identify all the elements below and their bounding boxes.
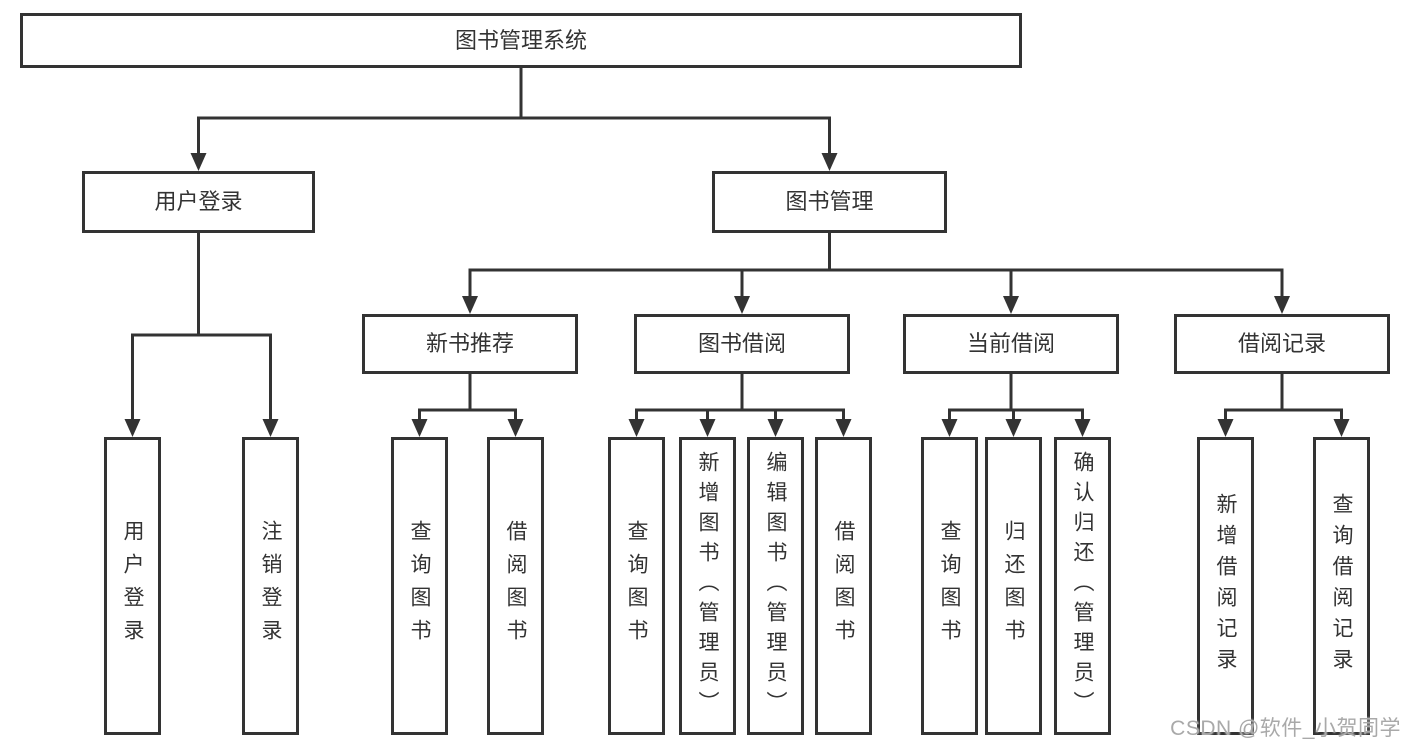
node-leaf-borrow-books-label: 借阅图书: [832, 520, 855, 652]
arrowhead: [190, 153, 207, 171]
node-leaf-confirm-return-admin: 确认归还（管理员）: [1054, 437, 1111, 735]
node-leaf-add-borrow-record: 新增借阅记录: [1197, 437, 1254, 735]
watermark-text: CSDN @软件_小贺同学: [1170, 717, 1401, 740]
node-library-management-system-label: 图书管理系统: [454, 27, 587, 53]
node-leaf-user-login-label: 用户登录: [121, 520, 144, 652]
node-leaf-recommend-borrow-books: 借阅图书: [487, 437, 544, 735]
node-leaf-borrow-query-books: 查询图书: [608, 437, 665, 735]
arrowhead: [411, 419, 428, 437]
node-book-borrowing-label: 图书借阅: [697, 331, 786, 356]
node-leaf-logout: 注销登录: [242, 437, 299, 735]
node-leaf-borrow-query-books-label: 查询图书: [625, 520, 648, 652]
node-user-login: 用户登录: [82, 171, 315, 233]
node-borrowing-records: 借阅记录: [1174, 314, 1390, 374]
node-leaf-current-query-books-label: 查询图书: [938, 520, 961, 652]
node-leaf-add-books-admin-label: 新增图书（管理员）: [696, 451, 719, 721]
arrowhead: [507, 419, 524, 437]
node-borrowing-records-label: 借阅记录: [1237, 331, 1326, 356]
node-library-management-system: 图书管理系统: [20, 13, 1022, 68]
node-current-borrowing: 当前借阅: [903, 314, 1119, 374]
tree-edge-lines: [131, 68, 1343, 424]
node-leaf-add-borrow-record-label: 新增借阅记录: [1214, 493, 1237, 679]
arrowhead: [767, 419, 784, 437]
arrowhead: [628, 419, 645, 437]
arrowhead: [1074, 419, 1091, 437]
arrowheads: [124, 153, 1350, 437]
node-book-borrowing: 图书借阅: [634, 314, 850, 374]
node-current-borrowing-label: 当前借阅: [966, 331, 1055, 356]
node-new-book-recommendation: 新书推荐: [362, 314, 578, 374]
node-book-management: 图书管理: [712, 171, 947, 233]
arrowhead: [462, 296, 478, 314]
arrowhead: [1217, 419, 1234, 437]
node-leaf-return-books-label: 归还图书: [1002, 520, 1025, 652]
arrowhead: [821, 153, 838, 171]
arrowhead: [941, 419, 958, 437]
node-user-login-label: 用户登录: [154, 189, 243, 214]
arrowhead: [262, 419, 279, 437]
node-new-book-recommendation-label: 新书推荐: [425, 331, 514, 356]
arrowhead: [699, 419, 716, 437]
node-leaf-return-books: 归还图书: [985, 437, 1042, 735]
arrowhead: [1333, 419, 1350, 437]
arrowhead: [1003, 296, 1019, 314]
arrowhead: [835, 419, 852, 437]
node-leaf-add-books-admin: 新增图书（管理员）: [679, 437, 736, 735]
node-leaf-edit-books-admin: 编辑图书（管理员）: [747, 437, 804, 735]
node-leaf-user-login: 用户登录: [104, 437, 161, 735]
node-leaf-borrow-books: 借阅图书: [815, 437, 872, 735]
node-book-management-label: 图书管理: [785, 189, 874, 214]
arrowhead: [124, 419, 141, 437]
arrowhead: [734, 296, 750, 314]
node-leaf-confirm-return-admin-label: 确认归还（管理员）: [1071, 451, 1094, 721]
arrowhead: [1274, 296, 1290, 314]
node-leaf-current-query-books: 查询图书: [921, 437, 978, 735]
arrowhead: [1005, 419, 1022, 437]
node-leaf-query-borrow-record: 查询借阅记录: [1313, 437, 1370, 735]
node-leaf-edit-books-admin-label: 编辑图书（管理员）: [764, 451, 787, 721]
node-leaf-recommend-query-books-label: 查询图书: [408, 520, 431, 652]
node-leaf-logout-label: 注销登录: [259, 520, 282, 652]
node-leaf-recommend-borrow-books-label: 借阅图书: [504, 520, 527, 652]
node-leaf-query-borrow-record-label: 查询借阅记录: [1330, 493, 1353, 679]
node-leaf-recommend-query-books: 查询图书: [391, 437, 448, 735]
